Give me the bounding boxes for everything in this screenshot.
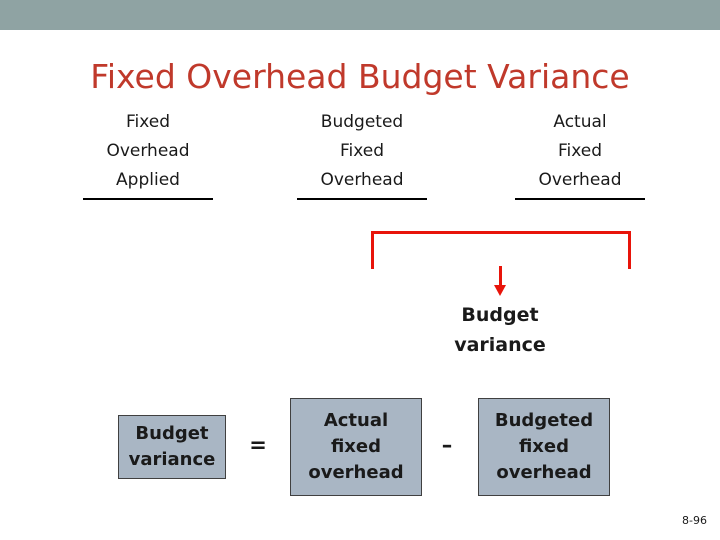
column-header-line-3: Overhead <box>538 170 622 190</box>
variance-bracket <box>371 231 631 269</box>
column-underline <box>83 198 213 200</box>
column-header-line-2: Overhead <box>106 141 190 161</box>
variance-arrow-stem <box>499 266 502 288</box>
column-header-fixed-overhead-applied: Fixed Overhead Applied <box>58 108 238 200</box>
column-header-line-1: Fixed <box>125 112 171 132</box>
column-header-line-2: Fixed <box>339 141 385 161</box>
formula-term1-line-2: fixed <box>330 436 382 457</box>
formula-box-budgeted-fixed-overhead: Budgeted fixed overhead <box>478 398 610 496</box>
column-underline <box>515 198 645 200</box>
column-header-line-1: Budgeted <box>320 112 404 132</box>
column-header-line-1: Actual <box>553 112 607 132</box>
formula-term2-line-2: fixed <box>518 436 570 457</box>
formula-result-line-1: Budget <box>135 423 209 444</box>
formula-box-actual-fixed-overhead: Actual fixed overhead <box>290 398 422 496</box>
column-header-line-3: Overhead <box>320 170 404 190</box>
bracket-label-line-2: variance <box>454 334 546 356</box>
formula-box-budget-variance: Budget variance <box>118 415 226 479</box>
bracket-label-budget-variance: Budget variance <box>400 300 600 360</box>
formula-result-line-2: variance <box>128 449 216 470</box>
column-header-line-3: Applied <box>116 170 180 190</box>
formula-term2-line-3: overhead <box>496 462 592 483</box>
header-band <box>0 0 720 30</box>
page-title: Fixed Overhead Budget Variance <box>90 57 630 96</box>
column-header-actual-fixed-overhead: Actual Fixed Overhead <box>490 108 670 200</box>
formula-term1-line-3: overhead <box>308 462 404 483</box>
bracket-label-line-1: Budget <box>461 304 539 326</box>
formula-term2-line-1: Budgeted <box>494 410 594 431</box>
formula-term1-line-1: Actual <box>323 410 389 431</box>
column-header-line-2: Fixed <box>557 141 603 161</box>
column-underline <box>297 198 427 200</box>
column-header-budgeted-fixed-overhead: Budgeted Fixed Overhead <box>272 108 452 200</box>
operator-minus: – <box>441 433 453 457</box>
variance-arrow-head-icon <box>494 285 506 296</box>
operator-equals: = <box>249 433 267 457</box>
page-number: 8-96 <box>682 514 707 527</box>
